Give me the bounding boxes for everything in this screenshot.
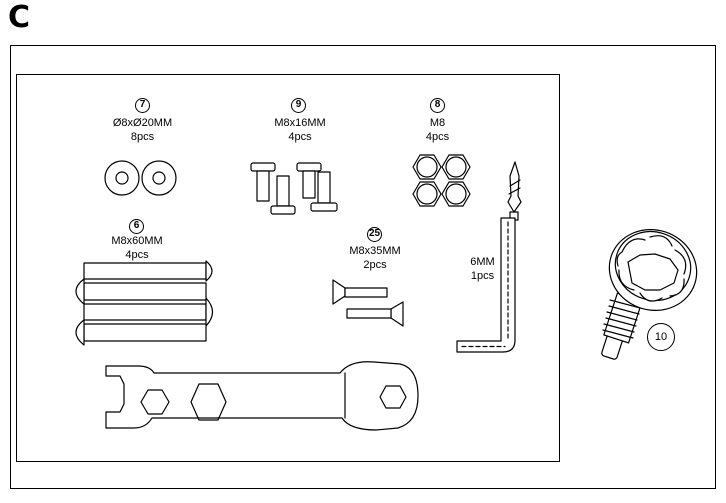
hex-key-qty-label: 1pcs	[470, 270, 495, 282]
screwdriver-icon	[507, 161, 522, 221]
long-bolt-size-label: M8x60MM	[111, 235, 163, 247]
bolt-icon	[250, 162, 338, 215]
short-bolt-size-label: M8x16MM	[274, 117, 326, 129]
hex-key-size-label: 6MM	[470, 256, 495, 268]
outer-frame	[10, 45, 716, 489]
bolt-icon	[75, 260, 214, 346]
knob-screw-icon	[601, 229, 698, 360]
countersunk-bolt-qty-label: 2pcs	[363, 259, 387, 271]
washer-size-label: Ø8xØ20MM	[112, 117, 173, 129]
part-number-short-bolt: 9	[291, 98, 306, 113]
washer-icon	[104, 160, 177, 196]
nut-size-label: M8	[429, 117, 446, 129]
bolt-icon	[332, 279, 404, 327]
long-bolt-qty-label: 4pcs	[125, 249, 149, 261]
section-letter: C	[8, 0, 31, 35]
parts-frame	[16, 74, 560, 462]
part-number-knob: 10	[647, 323, 675, 351]
short-bolt-qty-label: 4pcs	[288, 131, 312, 143]
wrench-icon	[105, 361, 419, 431]
countersunk-bolt-size-label: M8x35MM	[349, 245, 401, 257]
part-number-long-bolt: 6	[129, 219, 144, 234]
nut-qty-label: 4pcs	[425, 131, 450, 143]
hex-key-icon	[456, 217, 516, 353]
part-number-washer: 7	[135, 98, 150, 113]
hex-nut-icon	[412, 154, 471, 207]
part-number-countersunk-bolt: 25	[367, 227, 382, 242]
part-number-nut: 8	[430, 98, 445, 113]
washer-qty-label: 8pcs	[130, 131, 155, 143]
